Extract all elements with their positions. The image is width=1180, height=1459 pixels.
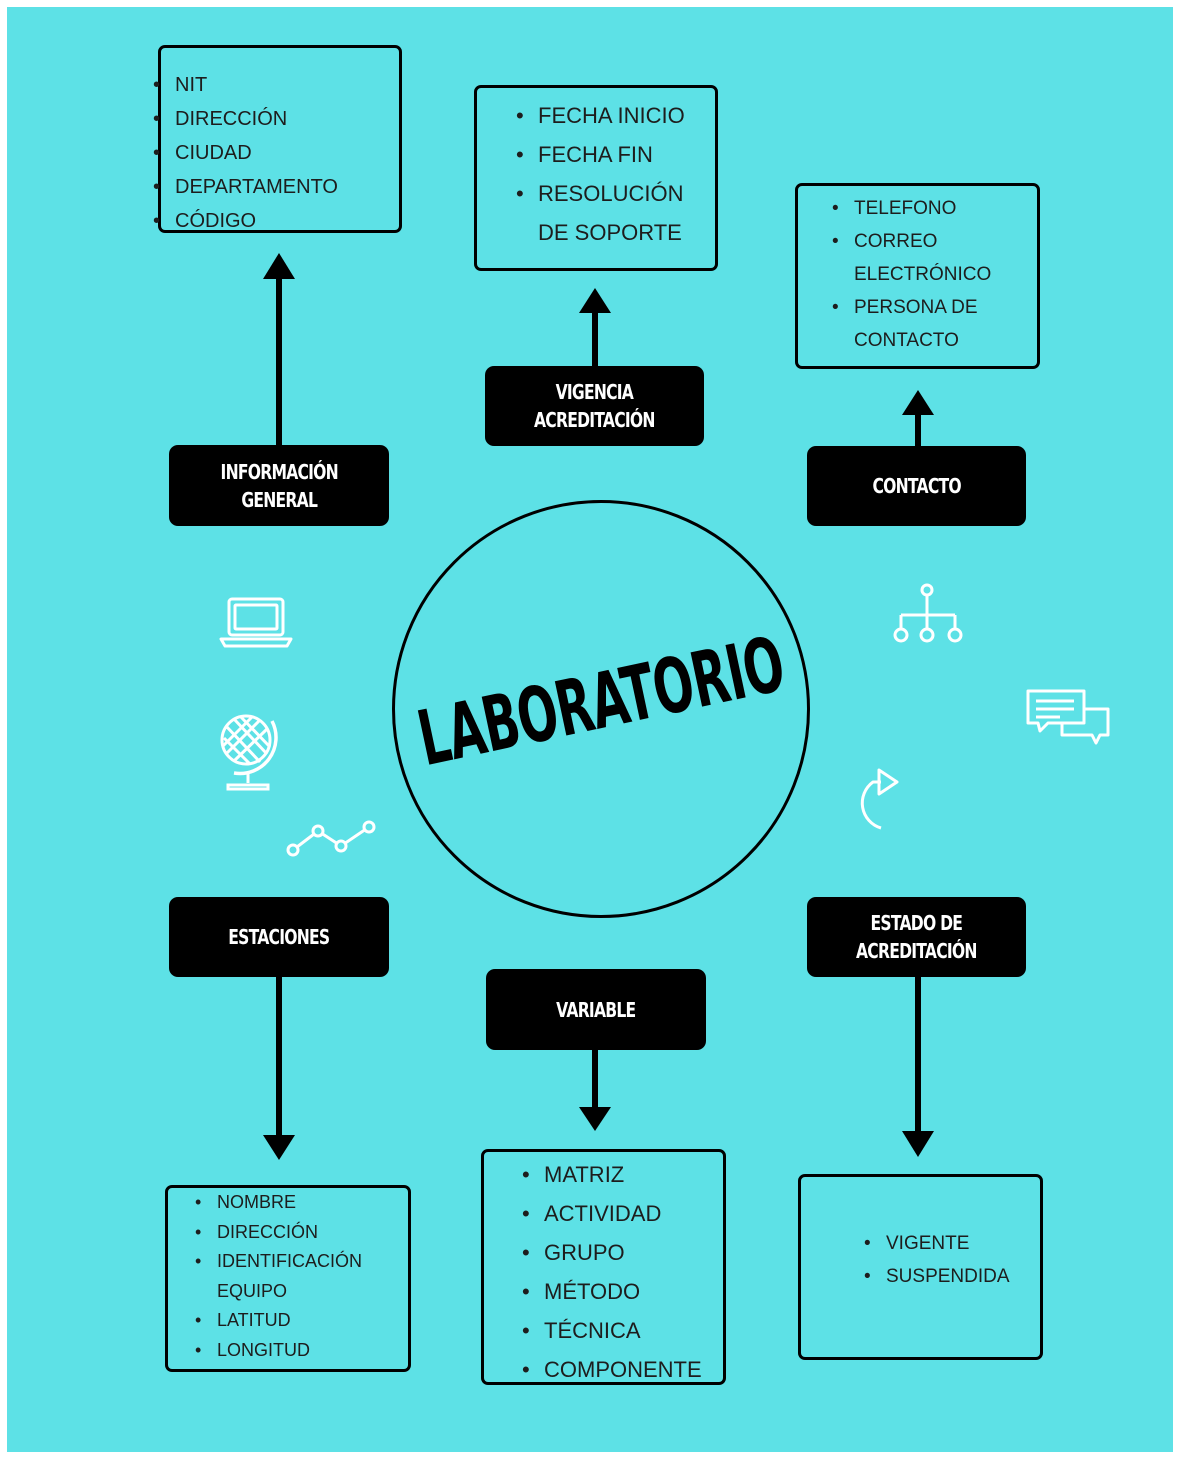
box-contacto: TELEFONO CORREO ELECTRÓNICO PERSONA DE C…	[795, 183, 1040, 369]
list-item: DIRECCIÓN	[153, 102, 338, 136]
list-item: GRUPO	[522, 1233, 702, 1272]
list-item: LATITUD	[195, 1306, 362, 1336]
label-contacto: CONTACTO	[807, 446, 1026, 526]
list-vigencia: FECHA INICIO FECHA FIN RESOLUCIÓN DE SOP…	[516, 96, 685, 252]
label-estaciones: ESTACIONES	[169, 897, 389, 977]
label-estado-acreditacion: ESTADO DE ACREDITACIÓN	[807, 897, 1026, 977]
label-informacion-general: INFORMACIÓN GENERAL	[169, 445, 389, 526]
list-item: IDENTIFICACIÓN	[195, 1247, 362, 1277]
list-item: NIT	[153, 68, 338, 102]
box-informacion-general: NIT DIRECCIÓN CIUDAD DEPARTAMENTO CÓDIGO	[153, 45, 402, 238]
label-vigencia-text: VIGENCIA ACREDITACIÓN	[534, 380, 655, 432]
list-estaciones: NOMBRE DIRECCIÓN IDENTIFICACIÓN EQUIPO L…	[195, 1188, 362, 1366]
list-item-continuation: CONTACTO	[854, 330, 959, 351]
list-variable: MATRIZ ACTIVIDAD GRUPO MÉTODO TÉCNICA CO…	[522, 1155, 702, 1389]
list-item: TELEFONO	[832, 192, 991, 225]
label-variable-text: VARIABLE	[556, 997, 636, 1022]
list-item: SUSPENDIDA	[864, 1260, 1009, 1293]
box-variable: MATRIZ ACTIVIDAD GRUPO MÉTODO TÉCNICA CO…	[481, 1149, 726, 1389]
list-item: MÉTODO	[522, 1272, 702, 1311]
list-item: DIRECCIÓN	[195, 1218, 362, 1248]
list-item: MATRIZ	[522, 1155, 702, 1194]
list-item: ACTIVIDAD	[522, 1194, 702, 1233]
box-vigencia-acreditacion: FECHA INICIO FECHA FIN RESOLUCIÓN DE SOP…	[474, 85, 718, 271]
list-item: FECHA INICIO	[516, 96, 685, 135]
list-item: CORREO	[832, 225, 991, 258]
label-vigencia-acreditacion: VIGENCIA ACREDITACIÓN	[485, 366, 704, 446]
list-item: CIUDAD	[153, 136, 338, 170]
list-estado: VIGENTE SUSPENDIDA	[864, 1227, 1010, 1293]
list-item: FECHA FIN	[516, 135, 685, 174]
list-item: VIGENTE	[864, 1227, 1010, 1260]
line-chart-icon	[286, 820, 376, 857]
list-contacto: TELEFONO CORREO ELECTRÓNICO PERSONA DE C…	[832, 192, 992, 357]
label-contacto-text: CONTACTO	[872, 474, 961, 498]
list-item: PERSONA DE	[832, 291, 991, 324]
center-circle	[392, 500, 810, 918]
globe-icon	[220, 714, 278, 791]
list-item-continuation: EQUIPO	[217, 1280, 288, 1301]
label-estaciones-text: ESTACIONES	[228, 925, 330, 949]
label-informacion-general-text: INFORMACIÓN GENERAL	[220, 459, 338, 512]
laptop-icon	[219, 597, 293, 648]
diagram-canvas: LABORATORIO INFORMACIÓN GENERAL VIGENCIA…	[7, 7, 1173, 1452]
list-item: RESOLUCIÓN	[516, 174, 685, 213]
list-item: CÓDIGO	[153, 204, 338, 238]
hierarchy-icon	[893, 583, 963, 643]
list-item-continuation: ELECTRÓNICO	[854, 264, 992, 285]
redo-arrow-icon	[860, 768, 899, 830]
connector-arrows	[263, 253, 934, 1160]
list-item: DEPARTAMENTO	[153, 170, 338, 204]
list-item: TÉCNICA	[522, 1311, 702, 1350]
list-item-continuation: DE SOPORTE	[538, 220, 682, 245]
label-variable: VARIABLE	[486, 969, 706, 1050]
label-estado-text: ESTADO DE ACREDITACIÓN	[856, 911, 977, 963]
list-item: NOMBRE	[195, 1188, 362, 1218]
chat-bubbles-icon	[1026, 689, 1110, 745]
list-item: COMPONENTE	[522, 1350, 702, 1389]
list-informacion-general: NIT DIRECCIÓN CIUDAD DEPARTAMENTO CÓDIGO	[153, 68, 338, 238]
box-estaciones: NOMBRE DIRECCIÓN IDENTIFICACIÓN EQUIPO L…	[165, 1185, 411, 1372]
box-estado-acreditacion: VIGENTE SUSPENDIDA	[798, 1174, 1043, 1360]
list-item: LONGITUD	[195, 1336, 362, 1366]
